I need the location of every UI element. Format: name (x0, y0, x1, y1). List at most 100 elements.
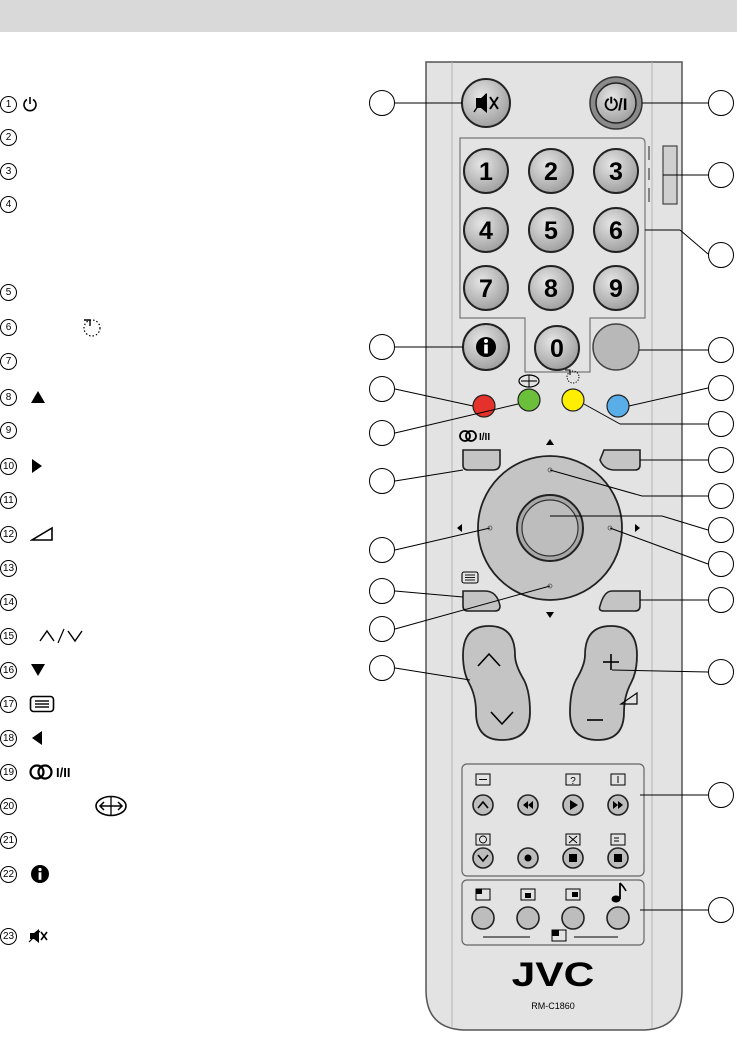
legend-number: 15 (0, 628, 17, 645)
legend-number: 6 (0, 319, 17, 336)
media-controls-row-1 (472, 794, 629, 816)
callout-circle (708, 782, 734, 808)
volume-wedge-icon (30, 524, 54, 544)
yellow-button (561, 388, 585, 412)
volume-wedge-icon (619, 691, 638, 705)
sound-mode-label: I/II (479, 432, 490, 443)
power-button: ⏻/I (589, 76, 643, 130)
channel-rocker (462, 625, 531, 741)
digit-button-4[interactable]: 4 (463, 207, 509, 253)
picture-mode-icon-2 (520, 888, 536, 901)
callout-circle (708, 411, 734, 437)
exit-button-right (598, 590, 641, 612)
digit-button-0[interactable]: 0 (534, 325, 580, 371)
media-controls-row-2 (472, 847, 629, 869)
digit-label: 9 (609, 275, 623, 303)
swap-icon (94, 795, 128, 817)
text-size-icon (475, 773, 491, 786)
callout-circle (708, 337, 734, 363)
brand-logo: JVC (512, 956, 595, 994)
legend-number: 1 (0, 96, 17, 113)
legend-number: 17 (0, 696, 17, 713)
legend-number: 5 (0, 284, 17, 301)
picture-button-1 (471, 906, 495, 930)
picture-button-2 (516, 906, 540, 930)
sound-button (606, 906, 630, 930)
legend-number: 21 (0, 832, 17, 849)
teletext-icon (29, 694, 55, 714)
callout-circle (708, 447, 734, 473)
index-icon (610, 833, 626, 846)
digit-button-2[interactable]: 2 (528, 148, 574, 194)
triangle-right-icon (31, 456, 43, 476)
digit-button-7[interactable]: 7 (463, 265, 509, 311)
blue-button (606, 394, 630, 418)
digit-label: 2 (544, 158, 558, 186)
legend-number: 11 (0, 492, 17, 509)
svg-text:I/II: I/II (56, 765, 70, 780)
reveal-icon: ? (565, 773, 581, 787)
triangle-up-icon (30, 387, 46, 407)
svg-text:?: ? (570, 776, 576, 787)
down-small-button (472, 847, 494, 869)
triangle-left-icon (31, 728, 43, 748)
green-button (517, 388, 541, 412)
legend-number: 14 (0, 594, 17, 611)
timer-icon (80, 317, 102, 337)
legend-number: 13 (0, 560, 17, 577)
model-number: RM-C1860 (531, 1001, 575, 1011)
picture-button-3 (561, 906, 585, 930)
legend-number: 12 (0, 526, 17, 543)
callout-circle (708, 162, 734, 188)
legend-number: 2 (0, 129, 17, 146)
digit-label: 0 (550, 335, 564, 363)
digit-label: 6 (609, 217, 623, 245)
info-icon (30, 864, 50, 884)
callout-circle (708, 375, 734, 401)
callout-circle (369, 90, 395, 116)
callout-circle (708, 90, 734, 116)
legend-number: 9 (0, 422, 17, 439)
digit-button-5[interactable]: 5 (528, 207, 574, 253)
callout-circle (369, 334, 395, 360)
callout-circle (708, 483, 734, 509)
callout-circle (369, 537, 395, 563)
mute-icon (28, 926, 48, 946)
legend-number: 23 (0, 928, 17, 945)
sound-mode-icon: I/II (459, 430, 490, 443)
blank-round-button (592, 323, 640, 371)
callout-circle (369, 420, 395, 446)
mute-button (461, 78, 511, 128)
digit-button-1[interactable]: 1 (463, 148, 509, 194)
nav-right-arrow (635, 524, 640, 532)
ok-button (521, 499, 579, 557)
info-button (462, 323, 510, 371)
callout-circle (369, 655, 395, 681)
digit-button-6[interactable]: 6 (593, 207, 639, 253)
power-icon (22, 94, 38, 114)
nav-down-arrow (546, 612, 554, 618)
legend-number: 16 (0, 662, 17, 679)
channel-down-icon (490, 711, 514, 726)
callout-circle (708, 587, 734, 613)
digit-button-8[interactable]: 8 (528, 265, 574, 311)
legend-number: 10 (0, 458, 17, 475)
clock-icon (475, 833, 491, 846)
nav-up-arrow (546, 439, 554, 445)
menu-button-right (599, 449, 641, 471)
digit-button-3[interactable]: 3 (593, 148, 639, 194)
callout-circle (369, 578, 395, 604)
callout-circle (369, 616, 395, 642)
channel-up-down-icon (38, 626, 84, 646)
navigation-ring (477, 455, 623, 601)
digit-label: 5 (544, 217, 558, 245)
picture-mode-icon-4 (551, 929, 567, 942)
volume-up-icon (603, 654, 619, 670)
callout-circle (708, 517, 734, 543)
legend-number: 18 (0, 730, 17, 747)
callout-circle (708, 659, 734, 685)
teletext-icon (461, 571, 479, 584)
digit-button-9[interactable]: 9 (593, 265, 639, 311)
